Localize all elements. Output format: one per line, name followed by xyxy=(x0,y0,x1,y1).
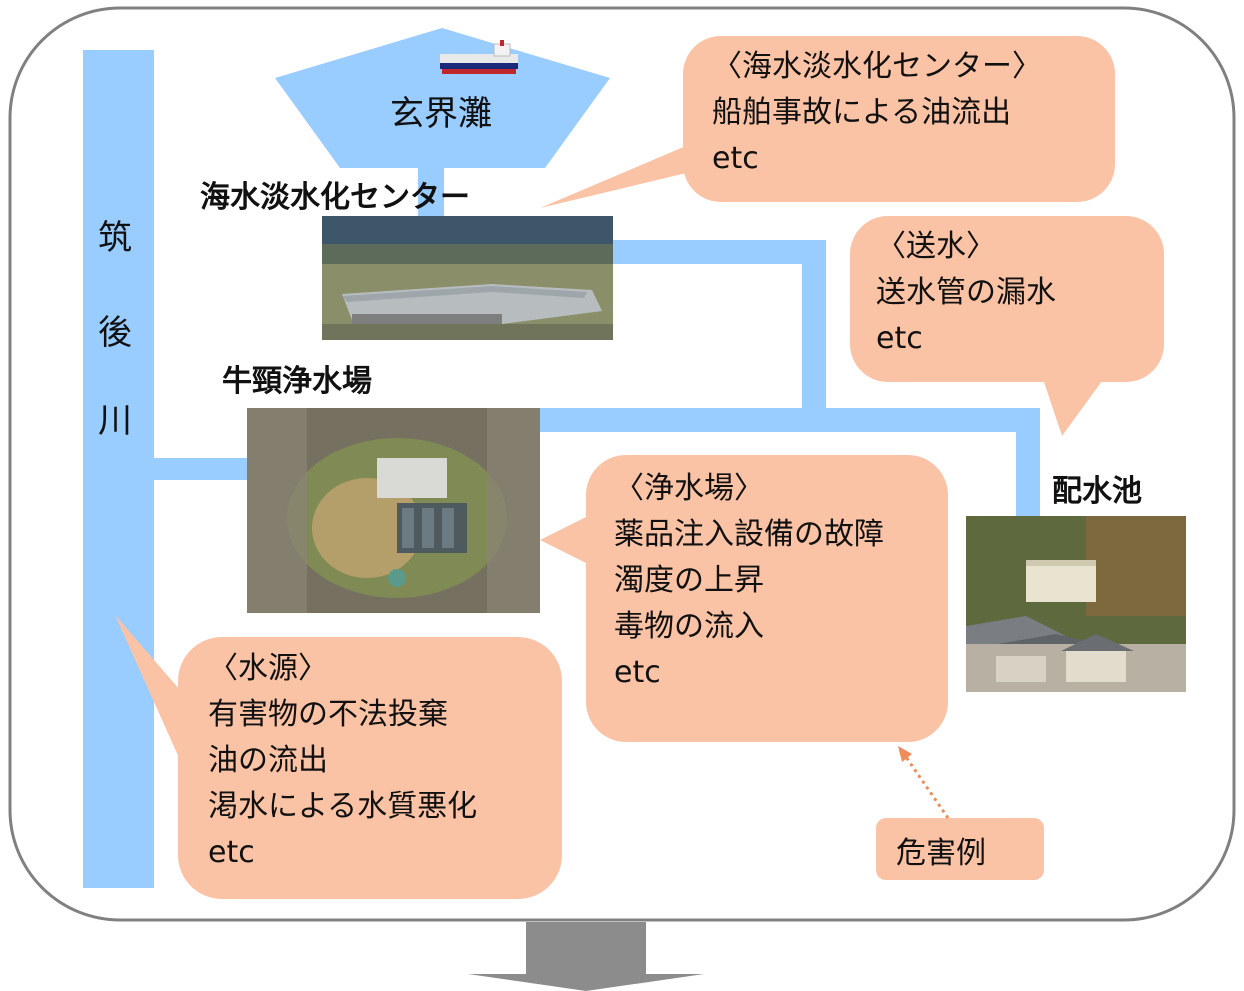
sea-shape xyxy=(275,28,610,168)
bubble-line: etc xyxy=(712,141,759,176)
pipe-down-to-reservoir xyxy=(1016,408,1040,518)
pipe-river-to-plant xyxy=(152,458,250,480)
bubble-transmission-text: 〈送水〉 送水管の漏水 etc xyxy=(876,224,1056,362)
bubble-line: 渇水による水質悪化 xyxy=(208,789,478,824)
bubble-line: etc xyxy=(208,835,255,870)
reservoir-photo xyxy=(966,516,1186,692)
bubble-desalination-text: 〈海水淡水化センター〉 船舶事故による油流出 etc xyxy=(712,44,1042,182)
bubble-header: 〈水源〉 xyxy=(208,651,328,686)
river-char-1: 筑 xyxy=(98,218,132,258)
legend-label: 危害例 xyxy=(896,836,986,871)
bubble-header: 〈送水〉 xyxy=(876,229,996,264)
down-arrow xyxy=(468,922,704,991)
ship-icon xyxy=(440,40,518,74)
bubble-header: 〈浄水場〉 xyxy=(614,471,764,506)
bubble-header: 〈海水淡水化センター〉 xyxy=(712,49,1042,84)
river-bar xyxy=(83,50,154,888)
bubble-desalination xyxy=(540,36,1115,208)
bubble-line: 毒物の流入 xyxy=(614,609,764,644)
bubble-line: etc xyxy=(876,321,923,356)
pipe-desal-out xyxy=(612,240,826,264)
bubble-treatment xyxy=(540,455,948,742)
bubble-line: 有害物の不法投棄 xyxy=(208,697,448,732)
legend-box xyxy=(876,818,1044,880)
desalination-label: 海水淡水化センター xyxy=(200,180,470,215)
pipe-sea-to-desal xyxy=(418,166,444,220)
legend-dotted-line xyxy=(902,753,950,819)
river-char-3: 川 xyxy=(98,401,132,441)
pipe-to-reservoir xyxy=(538,408,1038,432)
bubble-line: 船舶事故による油流出 xyxy=(712,95,1012,130)
desalination-photo xyxy=(322,216,613,340)
bubble-water-source xyxy=(115,615,562,899)
bubble-treatment-text: 〈浄水場〉 薬品注入設備の故障 濁度の上昇 毒物の流入 etc xyxy=(614,466,884,696)
bubble-line: 薬品注入設備の故障 xyxy=(614,517,884,552)
bubble-line: 油の流出 xyxy=(208,743,328,778)
legend-arrowhead xyxy=(898,746,912,762)
treatment-plant-photo xyxy=(247,408,540,613)
reservoir-label: 配水池 xyxy=(1052,474,1142,509)
sea-label: 玄界灘 xyxy=(390,94,492,134)
river-char-2: 後 xyxy=(98,313,132,353)
bubble-line: 送水管の漏水 xyxy=(876,275,1056,310)
treatment-plant-label: 牛頸浄水場 xyxy=(222,364,372,399)
pipe-vertical xyxy=(802,240,826,416)
bubble-transmission xyxy=(850,216,1164,436)
bubble-line: 濁度の上昇 xyxy=(614,563,764,598)
bubble-line: etc xyxy=(614,655,661,690)
bubble-water-source-text: 〈水源〉 有害物の不法投棄 油の流出 渇水による水質悪化 etc xyxy=(208,646,477,876)
